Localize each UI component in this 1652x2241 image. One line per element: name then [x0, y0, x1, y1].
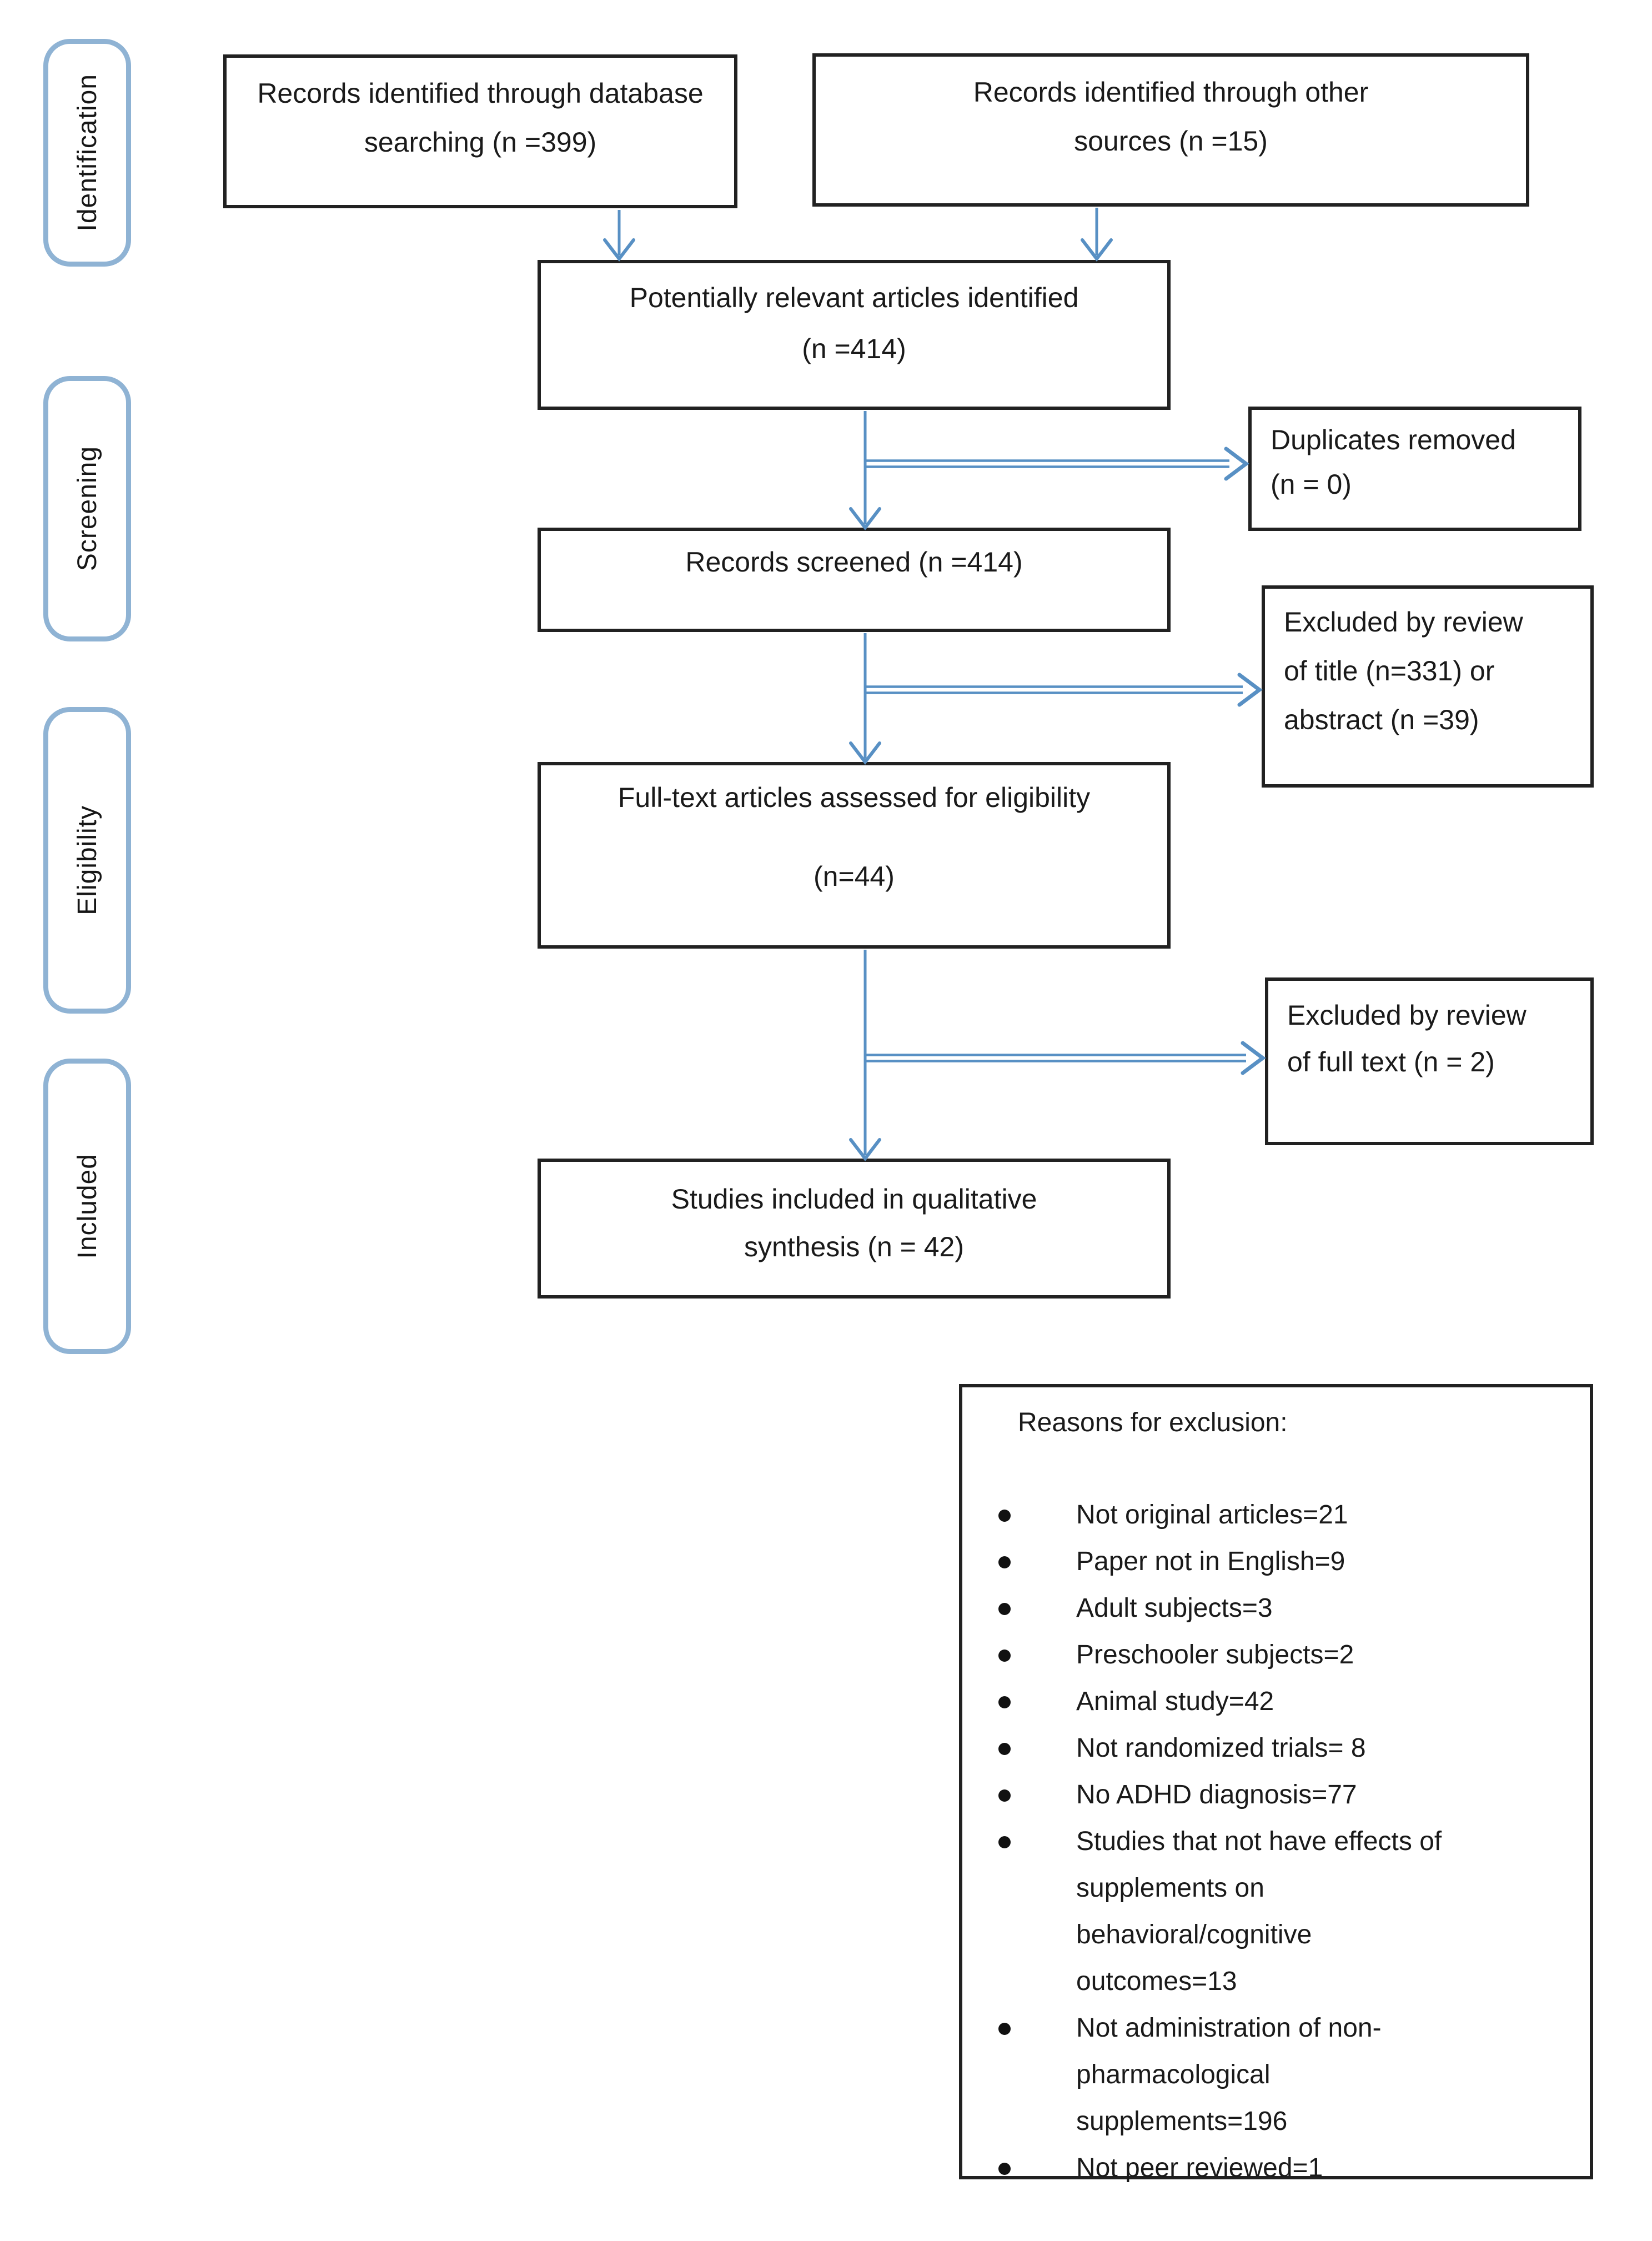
box-line: (n =414)	[802, 333, 906, 364]
arrow-screened-to-fulltext	[849, 633, 881, 765]
arrow-database-to-identified	[603, 210, 635, 262]
reason-item: Preschooler subjects=2	[993, 1632, 1445, 1678]
box-records-screened: Records screened (n =414)	[538, 528, 1171, 632]
stage-screening: Screening	[43, 376, 131, 641]
box-records-other-sources: Records identified through other sources…	[812, 53, 1529, 207]
box-line: synthesis (n = 42)	[744, 1231, 965, 1262]
arrow-branch-excluded-fulltext	[865, 1041, 1266, 1075]
box-included-studies: Studies included in qualitative synthesi…	[538, 1159, 1171, 1299]
box-line: Duplicates removed	[1271, 424, 1516, 455]
box-line: Records screened (n =414)	[685, 547, 1023, 578]
reason-item: Adult subjects=3	[993, 1585, 1445, 1632]
arrow-branch-duplicates	[865, 447, 1249, 481]
box-line: of title (n=331) or	[1284, 655, 1495, 686]
stage-screening-label: Screening	[72, 446, 102, 571]
arrow-identified-to-screened	[849, 411, 881, 530]
box-records-database: Records identified through database sear…	[223, 54, 737, 208]
stage-identification-label: Identification	[72, 74, 102, 232]
box-excluded-fulltext: Excluded by review of full text (n = 2)	[1265, 977, 1594, 1145]
box-line: (n=44)	[814, 861, 895, 892]
arrow-other-to-identified	[1081, 208, 1113, 262]
reason-item: Animal study=42	[993, 1678, 1445, 1725]
box-line: searching (n =399)	[364, 127, 597, 158]
box-line: Full-text articles assessed for eligibil…	[617, 782, 1091, 813]
box-line: Records identified through other	[973, 77, 1369, 108]
box-line: of full text (n = 2)	[1287, 1046, 1495, 1077]
reason-item: Not peer reviewed=1	[993, 2145, 1445, 2192]
box-line: Excluded by review	[1287, 1000, 1527, 1031]
stage-identification: Identification	[43, 39, 131, 267]
reason-item: Not original articles=21	[993, 1492, 1445, 1538]
reason-item: No ADHD diagnosis=77	[993, 1772, 1445, 1818]
reason-item: Not randomized trials= 8	[993, 1725, 1445, 1772]
box-potentially-relevant: Potentially relevant articles identified…	[538, 260, 1171, 410]
box-reasons-for-exclusion: Reasons for exclusion: Not original arti…	[959, 1384, 1593, 2183]
reasons-title: Reasons for exclusion:	[1018, 1408, 1288, 1437]
reasons-list: Not original articles=21 Paper not in En…	[993, 1492, 1445, 2192]
box-fulltext-assessed: Full-text articles assessed for eligibil…	[538, 762, 1171, 949]
box-line: sources (n =15)	[1074, 126, 1268, 157]
stage-eligibility: Eligibility	[43, 707, 131, 1014]
box-line: Studies included in qualitative	[671, 1184, 1037, 1215]
reason-item: Not administration of non-pharmacologica…	[993, 2005, 1445, 2145]
stage-eligibility-label: Eligibility	[72, 805, 102, 915]
stage-included-label: Included	[72, 1154, 102, 1259]
box-line: Potentially relevant articles identified	[629, 282, 1079, 313]
box-line: Excluded by review	[1284, 606, 1523, 638]
box-line: Records identified through database	[257, 78, 704, 109]
box-line: (n = 0)	[1271, 469, 1352, 500]
box-excluded-title-abstract: Excluded by review of title (n=331) or a…	[1262, 585, 1594, 788]
stage-included: Included	[43, 1059, 131, 1354]
arrow-fulltext-to-included	[849, 950, 881, 1161]
reason-item: Studies that not have effects of supplem…	[993, 1818, 1445, 2005]
reason-item: Paper not in English=9	[993, 1538, 1445, 1585]
box-duplicates-removed: Duplicates removed (n = 0)	[1248, 407, 1581, 531]
box-line: abstract (n =39)	[1284, 704, 1479, 735]
arrow-branch-excluded-title	[865, 673, 1263, 707]
